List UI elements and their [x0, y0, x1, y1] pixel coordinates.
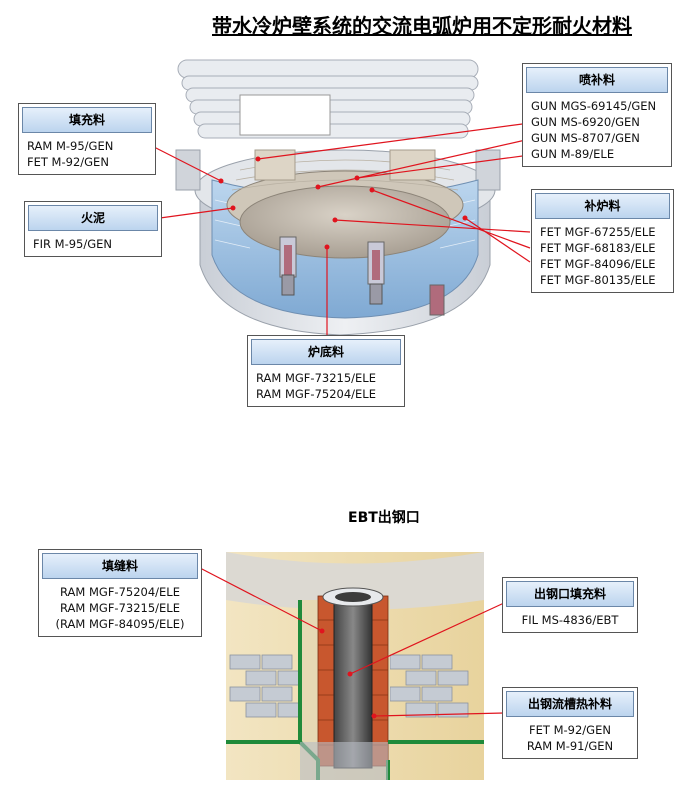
callout-item: RAM MGF-73215/ELE — [60, 601, 180, 615]
page-title: 带水冷炉壁系统的交流电弧炉用不定形耐火材料 — [212, 14, 632, 38]
callout-item: GUN MGS-69145/GEN — [531, 99, 657, 113]
callout-huoni: 火泥 FIR M-95/GEN — [24, 201, 162, 257]
ebt-taphole-illustration — [226, 552, 484, 780]
callout-item: GUN MS-6920/GEN — [531, 115, 640, 129]
callout-item: RAM MGF-75204/ELE — [256, 387, 376, 401]
callout-item: FET MGF-67255/ELE — [540, 225, 656, 239]
furnace-lining — [211, 149, 479, 319]
callout-item: GUN MS-8707/GEN — [531, 131, 640, 145]
callout-bulu: 补炉料 FET MGF-67255/ELE FET MGF-68183/ELE … — [531, 189, 674, 293]
callout-header: 炉底料 — [251, 339, 401, 365]
callout-tianfeng: 填缝料 RAM MGF-75204/ELE RAM MGF-73215/ELE … — [38, 549, 202, 637]
callout-header: 火泥 — [28, 205, 158, 231]
callout-item: FIL MS-4836/EBT — [521, 613, 619, 627]
callout-item: FET M-92/GEN — [27, 155, 109, 169]
callout-header: 喷补料 — [526, 67, 668, 93]
callout-penbu: 喷补料 GUN MGS-69145/GEN GUN MS-6920/GEN GU… — [522, 63, 672, 167]
leader-lines — [153, 122, 531, 717]
section-subtitle: EBT出钢口 — [348, 510, 420, 526]
callout-header: 填充料 — [22, 107, 152, 133]
callout-item: RAM MGF-75204/ELE — [60, 585, 180, 599]
callout-header: 出钢口填充料 — [506, 581, 634, 607]
callout-item: FET MGF-68183/ELE — [540, 241, 656, 255]
electrode-holders — [279, 236, 445, 316]
callout-header: 填缝料 — [42, 553, 198, 579]
callout-tianchong: 填充料 RAM M-95/GEN FET M-92/GEN — [18, 103, 156, 175]
callout-header: 出钢流槽热补料 — [506, 691, 634, 717]
callout-ludi: 炉底料 RAM MGF-73215/ELE RAM MGF-75204/ELE — [247, 335, 405, 407]
callout-header: 补炉料 — [535, 193, 670, 219]
callout-chugang-recao: 出钢流槽热补料 FET M-92/GEN RAM M-91/GEN — [502, 687, 638, 759]
callout-item: RAM M-91/GEN — [526, 739, 614, 753]
callout-item: (RAM MGF-84095/ELE) — [55, 617, 185, 631]
callout-item: GUN M-89/ELE — [531, 147, 615, 161]
callout-item: FET MGF-80135/ELE — [540, 273, 656, 287]
callout-chugang-tianchong: 出钢口填充料 FIL MS-4836/EBT — [502, 577, 638, 633]
callout-item: RAM M-95/GEN — [27, 139, 114, 153]
callout-item: RAM MGF-73215/ELE — [256, 371, 376, 385]
callout-item: FET M-92/GEN — [529, 723, 611, 737]
callout-item: FET MGF-84096/ELE — [540, 257, 656, 271]
callout-item: FIR M-95/GEN — [33, 237, 113, 251]
